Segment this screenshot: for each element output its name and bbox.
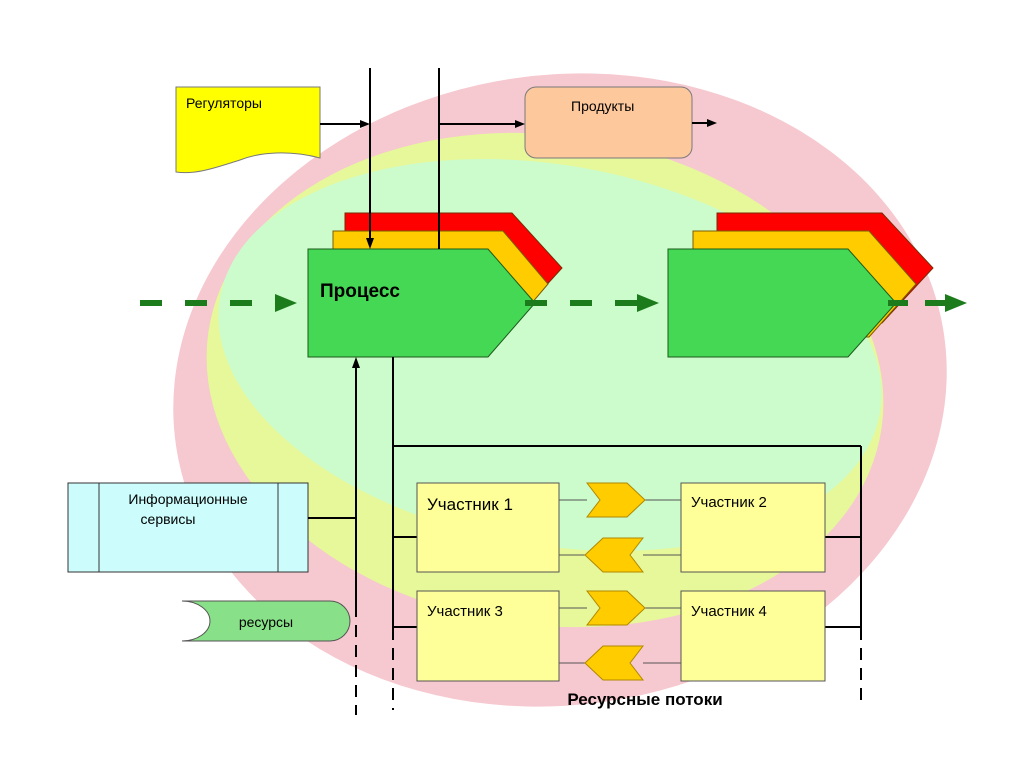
arrowhead — [366, 238, 374, 249]
participant-2-box — [680, 482, 826, 573]
resources-shape — [181, 600, 351, 642]
arrowhead — [515, 120, 525, 128]
exchange-arrow-left — [584, 537, 645, 573]
participant-3-label: Участник 3 — [427, 603, 503, 620]
arrowhead — [707, 119, 717, 127]
flow-arrow-middle — [525, 294, 659, 312]
exchange-arrow-right — [585, 590, 646, 626]
info-services-label-2: сервисы — [141, 511, 196, 527]
resource-flows-label: Ресурсные потоки — [567, 690, 722, 709]
process-2-block — [667, 248, 897, 358]
flow-arrow-out — [888, 294, 967, 312]
flow-arrow-in — [140, 294, 297, 312]
exchange-arrow-right — [585, 482, 646, 518]
products-label: Продукты — [571, 98, 634, 114]
resources-label: ресурсы — [239, 614, 293, 630]
participant-1-label: Участник 1 — [427, 495, 513, 514]
process-block — [307, 248, 536, 358]
regulators-label: Регуляторы — [186, 95, 262, 111]
exchange-arrow-left — [584, 645, 645, 681]
regulators-document — [175, 86, 321, 174]
participant-1-box — [416, 482, 560, 573]
info-services-box — [67, 482, 309, 573]
arrowhead — [360, 120, 370, 128]
participant-4-box — [680, 590, 826, 682]
info-services-label: Информационные — [128, 491, 247, 507]
participant-4-label: Участник 4 — [691, 603, 767, 620]
arrowhead — [352, 357, 360, 368]
participant-3-box — [416, 590, 560, 682]
process-label: Процесс — [320, 281, 400, 302]
participant-2-label: Участник 2 — [691, 494, 767, 511]
